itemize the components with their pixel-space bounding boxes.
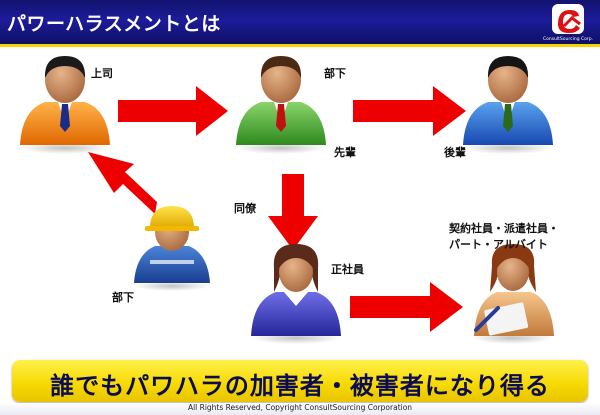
label-senior: 先輩 (334, 146, 356, 159)
header-bar: パワーハラスメントとは ConsultSourcing Corp. (0, 0, 600, 44)
arrow-fulltime-to-contract (350, 282, 463, 332)
label-contract-line2: パート・アルバイト (449, 238, 548, 251)
copyright-text: All Rights Reserved, Copyright ConsultSo… (187, 403, 413, 412)
header-accent-rule (0, 44, 600, 47)
arrow-senior-to-junior (353, 86, 466, 136)
label-subordinate-worker: 部下 (112, 291, 134, 304)
message-banner-text: 誰でもパワハラの加害者・被害者になり得る (50, 372, 550, 400)
page-title: パワーハラスメントとは (7, 13, 221, 35)
female-writing-worker-icon (472, 244, 554, 344)
label-fulltime-employee: 正社員 (331, 263, 364, 276)
label-contract-line1: 契約社員・派遣社員・ (449, 222, 559, 235)
logo-brand-text: ConsultSourcing Corp. (542, 37, 594, 42)
blue-suit-person-icon (463, 56, 553, 154)
company-logo: ConsultSourcing Corp. (542, 2, 594, 42)
female-purple-employee-icon (251, 244, 341, 344)
hardhat-worker-person-icon (134, 206, 210, 291)
message-banner: 誰でもパワハラの加害者・被害者になり得る (12, 360, 588, 402)
arrow-coworker-down (268, 174, 318, 250)
logo-mark-icon (552, 4, 584, 34)
label-boss: 上司 (91, 67, 113, 80)
boss-orange-suit-person-icon (20, 56, 110, 154)
footer-bar: All Rights Reserved, Copyright ConsultSo… (0, 403, 600, 415)
arrow-subordinate-to-boss (88, 152, 157, 214)
relationship-diagram (20, 56, 554, 344)
label-coworker: 同僚 (234, 202, 256, 215)
green-suit-person-icon (236, 56, 326, 154)
arrow-boss-to-subordinate (118, 86, 228, 136)
label-junior: 後輩 (444, 146, 466, 159)
label-subordinate: 部下 (324, 67, 346, 80)
